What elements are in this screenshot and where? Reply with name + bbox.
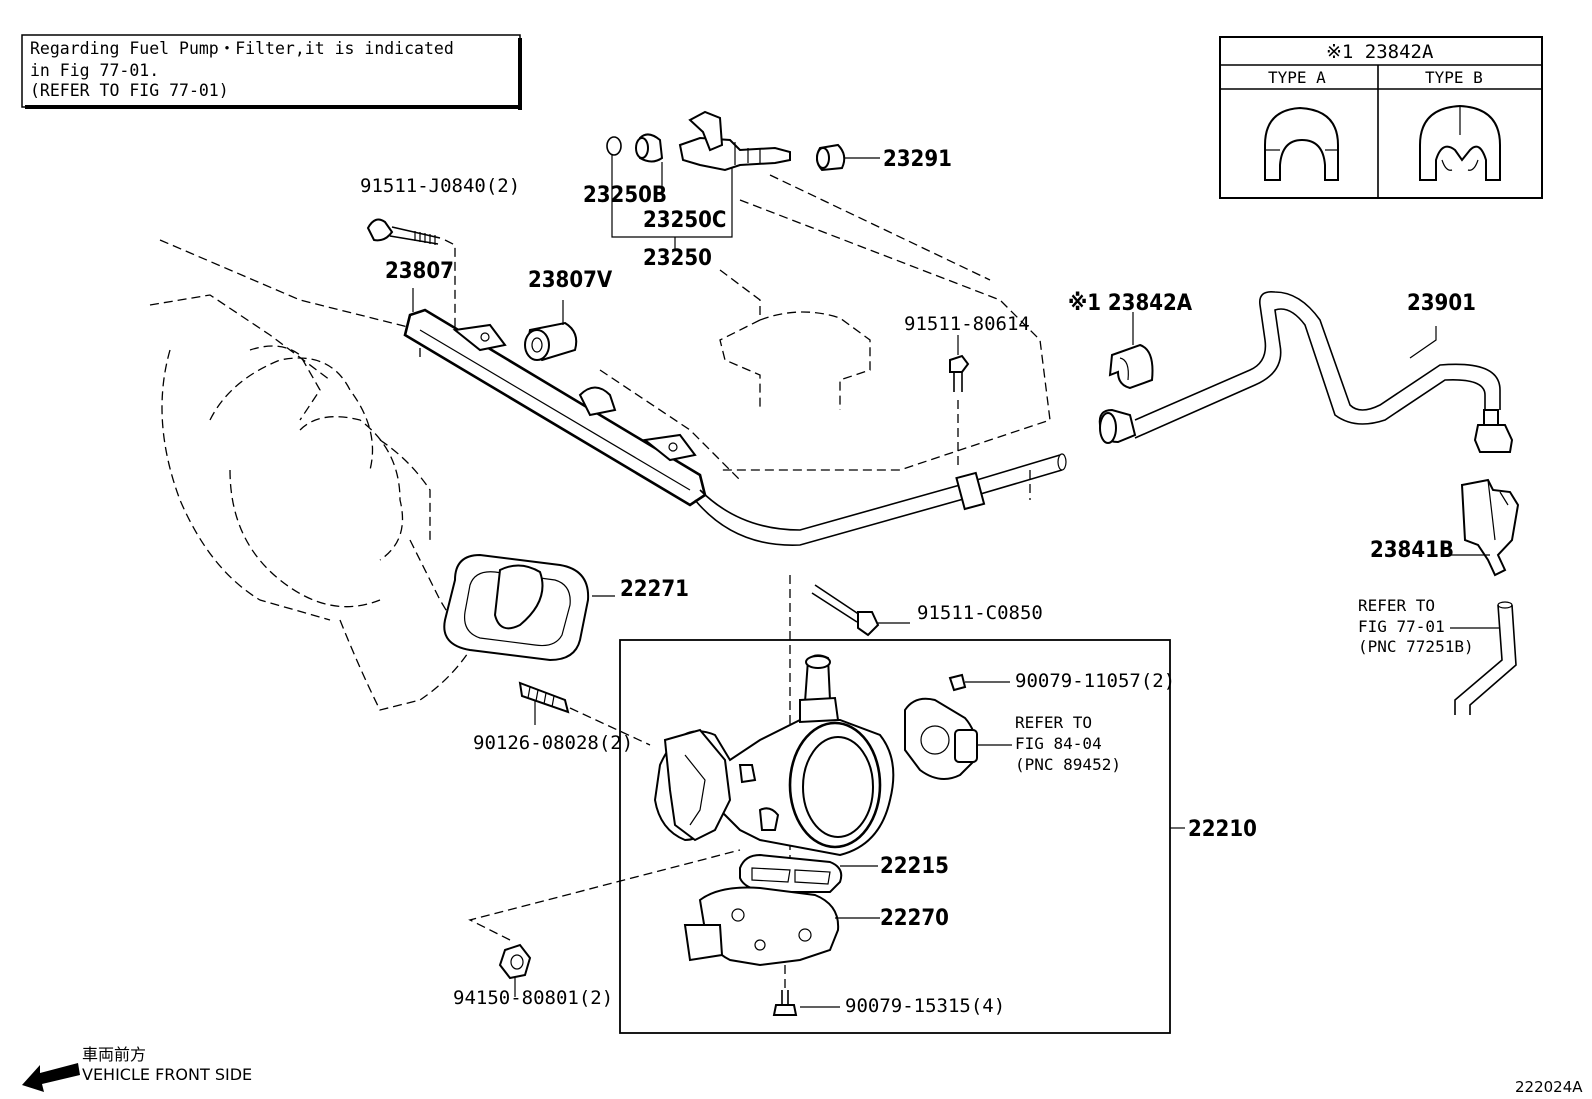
label-22215: 22215 bbox=[880, 854, 949, 879]
label-23250: 23250 bbox=[643, 246, 712, 271]
bolt-91511-j0840 bbox=[366, 218, 456, 330]
label-23841b: 23841B bbox=[1370, 538, 1454, 563]
label-23250b: 23250B bbox=[583, 183, 667, 208]
vehicle-front-direction: 車両前方 VEHICLE FRONT SIDE bbox=[22, 1045, 252, 1092]
note-line-1: Regarding Fuel Pump・Filter,it is indicat… bbox=[30, 39, 454, 58]
note-line-2: in Fig 77-01. bbox=[30, 61, 159, 80]
label-22270: 22270 bbox=[880, 906, 949, 931]
type-a-label: TYPE A bbox=[1268, 68, 1326, 87]
type-table-header: ※1 23842A bbox=[1326, 41, 1434, 63]
label-90079-11057: 90079-11057(2) bbox=[1015, 670, 1175, 692]
label-91511-c0850: 91511-C0850 bbox=[917, 602, 1043, 624]
clip-type-a-icon bbox=[1264, 106, 1339, 181]
hose-to-fig77 bbox=[1454, 601, 1517, 715]
leader-lines bbox=[412, 288, 1500, 629]
figure-id: 222024A bbox=[1515, 1078, 1583, 1096]
direction-en: VEHICLE FRONT SIDE bbox=[82, 1065, 252, 1084]
label-91511-80614: 91511-80614 bbox=[904, 313, 1030, 335]
label-23901: 23901 bbox=[1407, 291, 1476, 316]
nut-94150-80801 bbox=[468, 849, 741, 997]
clamp-23841b bbox=[1460, 478, 1520, 577]
label-23842a: ※1 23842A bbox=[1068, 291, 1193, 316]
refer-fig84-line-2: FIG 84-04 bbox=[1015, 734, 1102, 753]
label-23807: 23807 bbox=[385, 259, 454, 284]
label-91511-j0840: 91511-J0840(2) bbox=[360, 175, 520, 197]
label-23250c: 23250C bbox=[643, 208, 726, 233]
label-22271: 22271 bbox=[620, 577, 689, 602]
label-22210: 22210 bbox=[1188, 817, 1257, 842]
throttle-position-sensor bbox=[904, 673, 1012, 780]
idle-air-control-valve-22270 bbox=[683, 886, 880, 990]
clip-23842a bbox=[1108, 312, 1154, 390]
refer-fig84-line-1: REFER TO bbox=[1015, 713, 1092, 732]
gasket-22271 bbox=[443, 553, 590, 662]
throttle-body-22210 bbox=[653, 654, 895, 857]
direction-jp: 車両前方 bbox=[82, 1045, 146, 1064]
reference-note-box: Regarding Fuel Pump・Filter,it is indicat… bbox=[21, 34, 522, 110]
refer-fig77-line-2: FIG 77-01 bbox=[1358, 617, 1445, 636]
clip-type-b-icon bbox=[1419, 104, 1501, 181]
bolt-91511-80614 bbox=[949, 335, 970, 470]
clip-type-table: ※1 23842A TYPE A TYPE B bbox=[1219, 36, 1543, 199]
arrow-left-icon bbox=[22, 1063, 80, 1092]
type-b-label: TYPE B bbox=[1425, 68, 1483, 87]
refer-fig77-line-3: (PNC 77251B) bbox=[1358, 637, 1474, 656]
bolt-91511-c0850 bbox=[789, 575, 910, 860]
stud-90126-08028 bbox=[518, 681, 651, 746]
label-94150-80801: 94150-80801(2) bbox=[453, 987, 613, 1009]
gasket-22215 bbox=[739, 853, 878, 893]
engine-outline bbox=[149, 174, 1051, 711]
injector-assembly bbox=[606, 110, 880, 250]
throttle-body-box bbox=[619, 639, 1185, 1034]
note-line-3: (REFER TO FIG 77-01) bbox=[30, 81, 229, 100]
fuel-hose-23901 bbox=[1098, 290, 1514, 453]
label-23291: 23291 bbox=[883, 147, 952, 172]
label-90126-08028: 90126-08028(2) bbox=[473, 732, 633, 754]
cushion-23807v bbox=[524, 321, 578, 362]
refer-fig84-line-3: (PNC 89452) bbox=[1015, 755, 1121, 774]
screw-90079-15315 bbox=[772, 990, 840, 1016]
label-23807v: 23807V bbox=[528, 268, 613, 293]
fuel-delivery-pipe bbox=[403, 308, 1067, 546]
label-90079-15315: 90079-15315(4) bbox=[845, 995, 1005, 1017]
refer-fig77-line-1: REFER TO bbox=[1358, 596, 1435, 615]
